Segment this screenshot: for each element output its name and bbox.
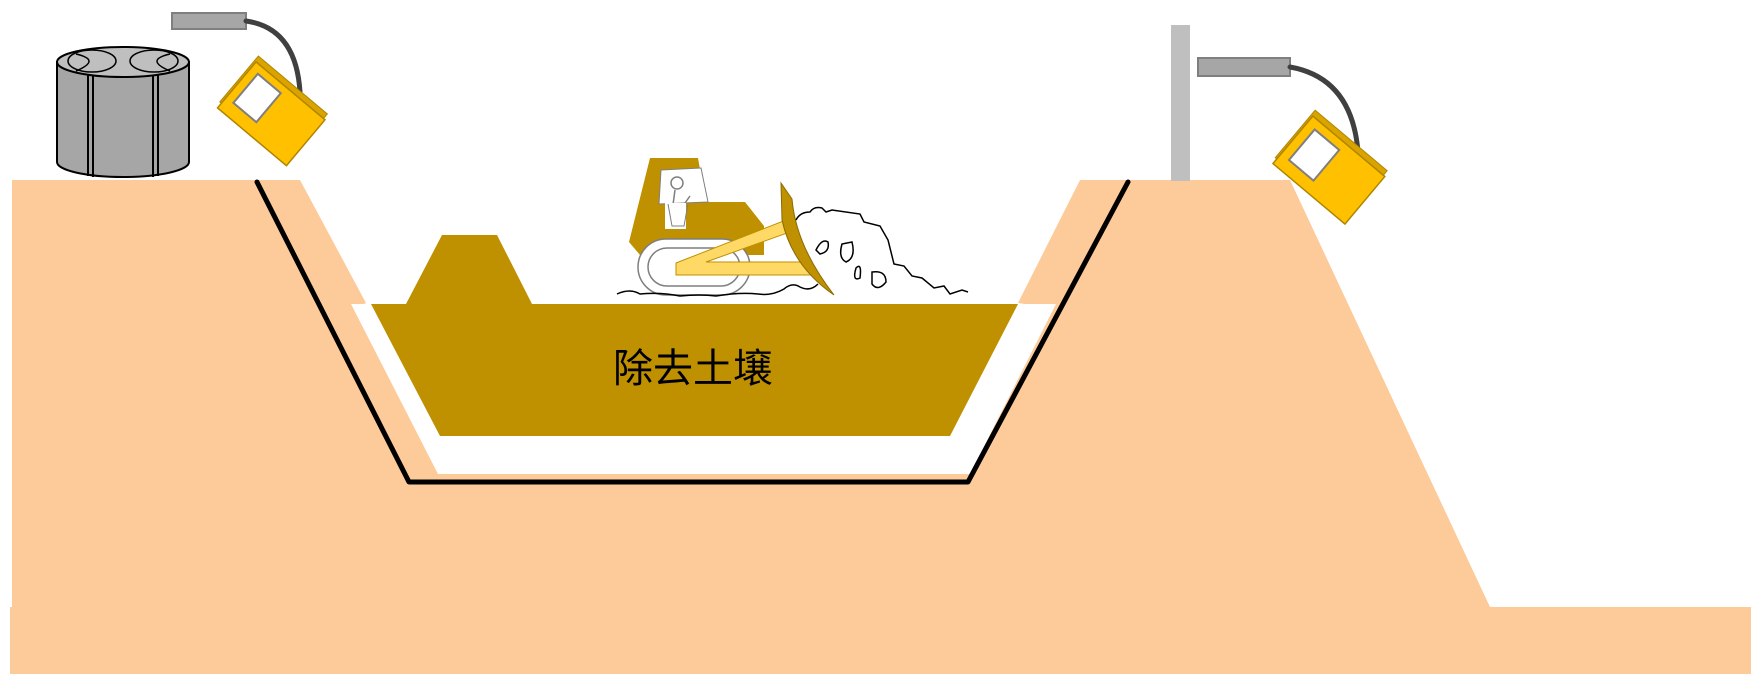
removed-soil-label: 除去土壌 (613, 346, 773, 392)
pushed-soil-outline (616, 206, 969, 297)
liner-sheet-line (254, 179, 1131, 485)
ground-embankment (10, 180, 1751, 674)
monitoring-pole-icon (1171, 25, 1190, 181)
radiation-survey-meter-icon-left (171, 12, 329, 167)
bulldozer-icon (629, 158, 835, 296)
storage-drum-icon (56, 46, 190, 178)
radiation-survey-meter-icon-right (1197, 57, 1388, 226)
removed-soil-mound (371, 235, 1018, 436)
